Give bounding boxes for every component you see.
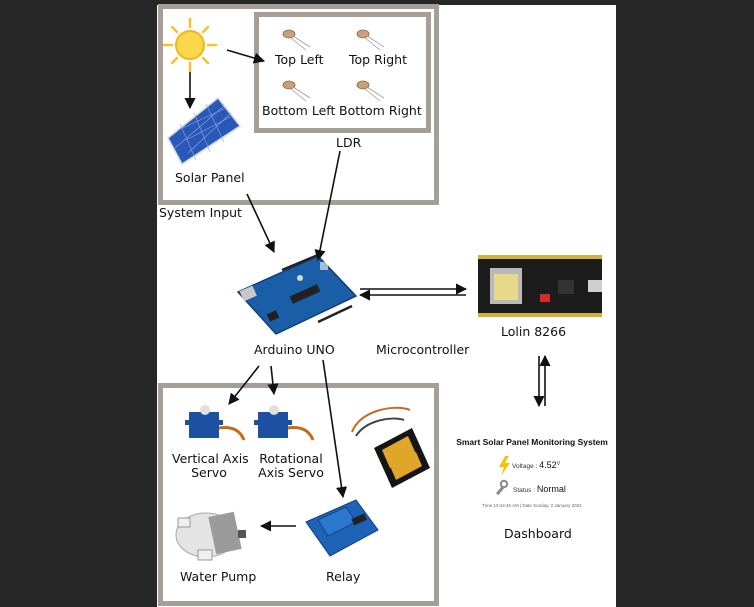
status-row: Status : Normal [513,484,566,494]
ldr-label-top-left: Top Left [275,52,324,67]
water-pump-icon [175,511,246,561]
battery-icon [351,406,430,488]
sun-icon [162,17,218,73]
solar-panel-label: Solar Panel [175,170,245,185]
dashboard-preview: Smart Solar Panel Monitoring System Volt… [452,437,612,512]
wrench-icon [496,479,509,496]
voltage-unit: V [556,460,561,467]
arduino-uno-label: Arduino UNO [254,342,335,357]
dashboard-title: Smart Solar Panel Monitoring System [456,437,608,447]
relay-label: Relay [326,569,361,584]
vertical-servo-label: Vertical Axis Servo [172,451,249,481]
status-value: Normal [536,484,566,494]
esp8266-board-icon [478,255,602,317]
rotational-servo-label: Rotational Axis Servo [258,451,324,481]
status-label: Status : [513,487,536,494]
dashboard-footer: Time 10:44:46 AM | Date Sunday, 2 Januar… [482,503,582,508]
relay-icon [305,499,379,557]
ldr-label-bottom-right: Bottom Right [339,103,422,118]
water-pump-label: Water Pump [180,569,257,584]
dashboard-caption: Dashboard [504,526,572,541]
system-input-caption: System Input [159,205,242,220]
solar-panel-icon [167,96,242,166]
connector-arrows [184,49,551,532]
ldr-group-frame [254,12,431,133]
ldr-label-top-right: Top Right [349,52,407,67]
arduino-board-icon [236,253,358,335]
voltage-label: Voltage : [512,463,538,470]
servo-icon [185,405,315,441]
output-group-frame [158,383,439,606]
bolt-icon [499,456,510,476]
ldr-caption: LDR [336,135,362,150]
input-group-frame [158,4,439,205]
voltage-row: Voltage : 4.52V [512,460,560,470]
voltage-value: 4.52 [539,460,557,470]
microcontroller-caption: Microcontroller [376,342,470,357]
lolin-8266-label: Lolin 8266 [501,324,567,339]
ldr-sensor-icon [282,29,385,102]
ldr-label-bottom-left: Bottom Left [262,103,336,118]
